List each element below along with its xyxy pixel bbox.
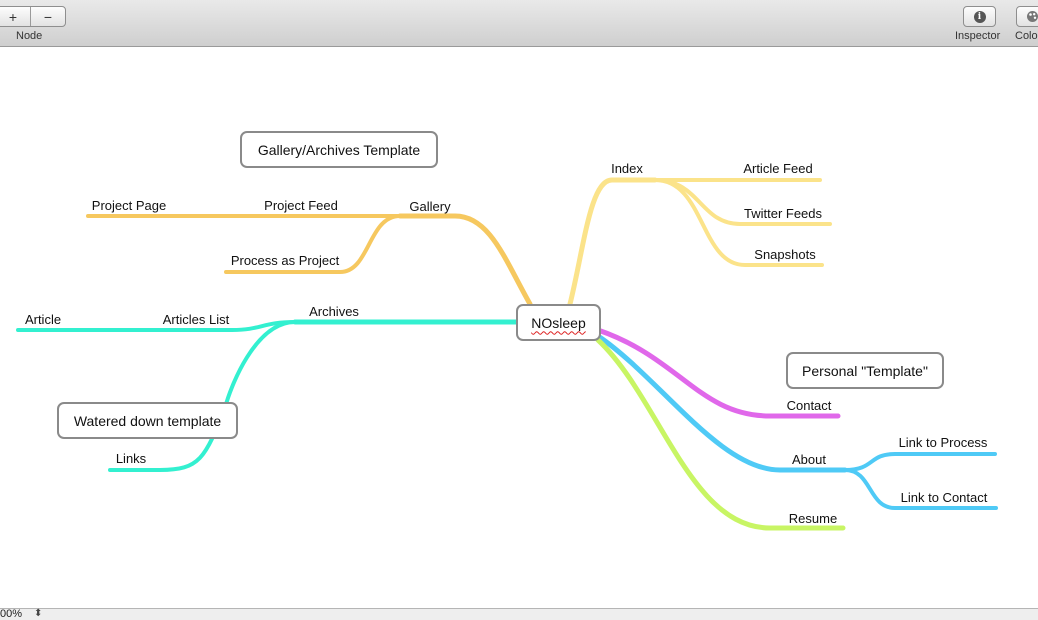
node-about[interactable]: About	[792, 452, 826, 467]
node-process-as-project[interactable]: Process as Project	[230, 253, 340, 268]
colors-label: Colo	[1015, 30, 1038, 42]
root-node[interactable]: NOsleep	[516, 304, 601, 341]
branch-links	[108, 320, 297, 472]
node-segmented-control: + −	[0, 6, 66, 27]
inspector-label: Inspector	[955, 30, 1001, 42]
gallery-archives-template-box[interactable]: Gallery/Archives Template	[240, 131, 438, 168]
branch-link-to-process	[843, 452, 997, 472]
watered-down-template-text: Watered down template	[73, 412, 222, 429]
node-article[interactable]: Article	[24, 312, 62, 327]
node-contact[interactable]: Contact	[786, 398, 832, 413]
node-snapshots[interactable]: Snapshots	[754, 247, 816, 262]
status-bar: 00% ⬍	[0, 608, 1038, 620]
node-article-feed[interactable]: Article Feed	[743, 161, 813, 176]
node-archives[interactable]: Archives	[309, 304, 359, 319]
palette-icon	[1027, 11, 1038, 22]
zoom-level[interactable]: 00%	[0, 608, 23, 620]
zoom-stepper-icon[interactable]: ⬍	[34, 608, 43, 619]
info-icon: i	[973, 10, 986, 23]
node-articles-list[interactable]: Articles List	[162, 312, 230, 327]
colors-button[interactable]	[1016, 6, 1038, 27]
branch-snapshots	[653, 178, 824, 267]
remove-node-button[interactable]: −	[30, 7, 65, 26]
branch-about	[595, 333, 848, 473]
node-resume[interactable]: Resume	[788, 511, 838, 526]
branch-gallery	[397, 213, 533, 307]
node-gallery[interactable]: Gallery	[409, 199, 451, 214]
mind-map-canvas[interactable]: Gallery/Archives Template Watered down t…	[0, 48, 1038, 608]
root-node-label: NOsleep	[531, 314, 586, 331]
personal-template-text: Personal "Template"	[802, 362, 928, 379]
branch-contact	[595, 327, 841, 419]
node-project-page[interactable]: Project Page	[91, 198, 167, 213]
node-label: Node	[16, 30, 43, 42]
gallery-archives-template-text: Gallery/Archives Template	[257, 141, 421, 158]
branch-index	[567, 177, 658, 307]
node-links[interactable]: Links	[115, 451, 147, 466]
node-link-to-contact[interactable]: Link to Contact	[900, 490, 988, 505]
node-index[interactable]: Index	[611, 161, 643, 176]
branch-process-as-project	[224, 214, 402, 274]
branch-resume	[595, 337, 846, 531]
inspector-button[interactable]: i	[963, 6, 996, 27]
add-node-button[interactable]: +	[8, 8, 18, 25]
branch-link-to-contact	[843, 468, 998, 510]
node-link-to-process[interactable]: Link to Process	[898, 435, 988, 450]
toolbar: + − Node i Inspector Colo	[0, 0, 1038, 47]
node-twitter-feeds[interactable]: Twitter Feeds	[743, 206, 823, 221]
node-project-feed[interactable]: Project Feed	[264, 198, 338, 213]
watered-down-template-box[interactable]: Watered down template	[57, 402, 238, 439]
personal-template-box[interactable]: Personal "Template"	[786, 352, 944, 389]
